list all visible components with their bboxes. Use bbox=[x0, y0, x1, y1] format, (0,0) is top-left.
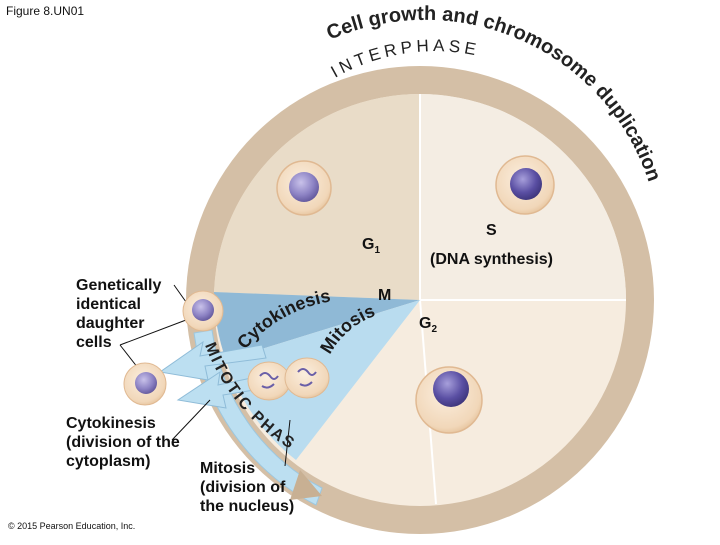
cell-nucleus bbox=[135, 372, 157, 394]
g1-label-letter: G bbox=[362, 236, 375, 253]
dna-synthesis-label: (DNA synthesis) bbox=[430, 251, 553, 268]
label-line: Cytokinesis bbox=[66, 415, 156, 432]
g1-label-sub: 1 bbox=[374, 245, 381, 257]
mitosis-label: Mitosis (division of the nucleus) bbox=[200, 459, 320, 516]
label-line: daughter bbox=[76, 315, 145, 332]
g1-cell bbox=[276, 160, 332, 216]
cell-nucleus bbox=[433, 371, 469, 407]
label-line: identical bbox=[76, 296, 141, 313]
g2-cell bbox=[415, 366, 483, 434]
s-cell bbox=[495, 155, 555, 215]
daughter-arrow-1 bbox=[158, 340, 267, 381]
pointer-line bbox=[284, 419, 291, 467]
g2-label: G2 bbox=[419, 315, 437, 335]
label-line: (division of the bbox=[66, 434, 180, 451]
label-line: (division of bbox=[200, 479, 286, 496]
label-line: the nucleus) bbox=[200, 498, 295, 515]
interphase-arrow-head bbox=[290, 470, 322, 500]
copyright: © 2015 Pearson Education, Inc. bbox=[8, 521, 136, 531]
pointer-line bbox=[119, 344, 139, 369]
dividing-cell-left bbox=[247, 361, 291, 401]
label-line: cells bbox=[76, 334, 112, 351]
chromosomes bbox=[297, 368, 317, 387]
pointer-line bbox=[171, 399, 211, 441]
g2-label-sub: 2 bbox=[431, 324, 438, 336]
cytokinesis-label: Cytokinesis (division of the cytoplasm) bbox=[66, 414, 206, 471]
cell-nucleus bbox=[192, 299, 214, 321]
chromosomes bbox=[259, 372, 279, 389]
label-line: cytoplasm) bbox=[66, 453, 151, 470]
pointer-line bbox=[119, 319, 187, 346]
daughter-cell-bottom bbox=[123, 362, 167, 406]
m-label: M bbox=[378, 287, 392, 304]
cytokinesis-sector bbox=[214, 292, 420, 360]
daughter-cells-label: Genetically identical daughter cells bbox=[76, 276, 186, 352]
g2-label-letter: G bbox=[419, 315, 432, 332]
cell-nucleus bbox=[510, 168, 542, 200]
label-line: Mitosis bbox=[200, 460, 256, 477]
dividing-cell bbox=[247, 357, 330, 401]
s-phase-label: S bbox=[486, 222, 497, 239]
cell-nucleus bbox=[289, 172, 319, 202]
g1-label: G1 bbox=[362, 236, 380, 256]
label-line: Genetically bbox=[76, 277, 162, 294]
figure-label: Figure 8.UN01 bbox=[6, 4, 85, 18]
dividing-cell-right bbox=[284, 357, 330, 399]
daughter-cell-top bbox=[182, 290, 224, 332]
